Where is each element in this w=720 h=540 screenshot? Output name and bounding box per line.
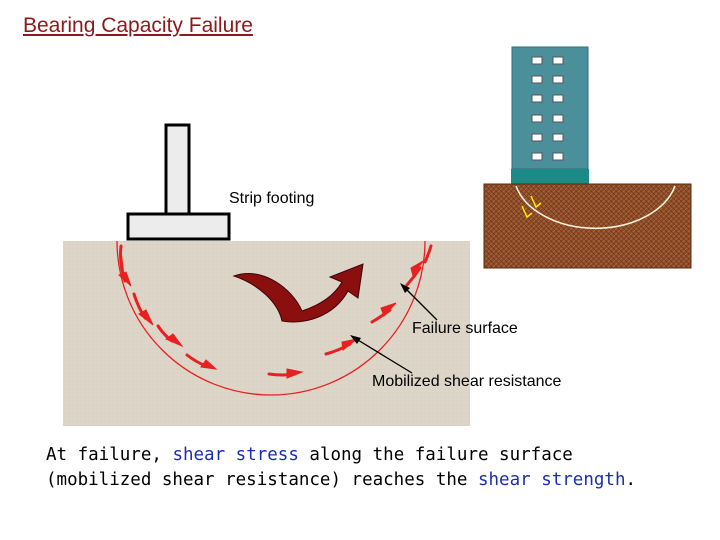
failure-surface-line <box>116 240 426 396</box>
caption-highlight-shear-strength: shear strength <box>477 470 626 490</box>
building <box>511 46 589 170</box>
soil-block <box>63 241 470 426</box>
failure-surface-pointer <box>401 284 438 321</box>
strip-footing-label: Strip footing <box>229 190 315 207</box>
building-shear-arrows <box>521 195 542 219</box>
failure-surface-label: Failure surface <box>412 320 518 337</box>
page-title: Bearing Capacity Failure <box>23 14 253 37</box>
building-failure-surface <box>515 185 676 230</box>
rotation-arrow <box>232 263 364 323</box>
mobilized-shear-pointer <box>352 336 413 374</box>
caption-part-1: At failure, <box>46 445 173 465</box>
building-foundation <box>511 169 589 185</box>
footing-column <box>164 123 191 217</box>
brown-soil-block <box>483 183 692 269</box>
footing-base <box>126 212 231 241</box>
shear-resistance-arrows <box>118 244 433 379</box>
mobilized-shear-label: Mobilized shear resistance <box>372 373 562 390</box>
caption-part-3: . <box>625 470 637 490</box>
caption-part-2: along the failure surface (mobilized she… <box>46 445 573 490</box>
caption: At failure, shear stress along the failu… <box>46 443 686 493</box>
caption-highlight-shear-stress: shear stress <box>172 445 299 465</box>
building-windows <box>531 56 564 161</box>
